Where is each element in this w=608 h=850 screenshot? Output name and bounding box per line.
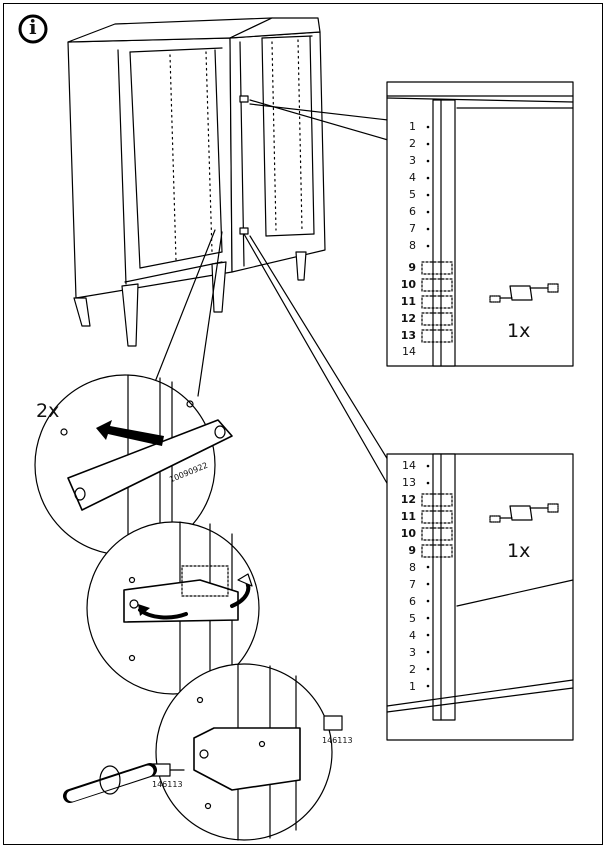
page-border	[3, 3, 603, 845]
hole-label: 4	[409, 171, 416, 184]
hole-label: 14	[402, 345, 416, 358]
step1-quantity: 2x	[36, 400, 60, 422]
hole-label: 3	[409, 646, 416, 659]
hole-label: 11	[400, 295, 416, 308]
hole-label: 11	[400, 510, 416, 523]
hole-label: 2	[409, 137, 416, 150]
step3-circle	[70, 664, 342, 840]
hole-label: 10	[400, 527, 416, 540]
hole-label: 4	[409, 629, 416, 642]
hole-label: 6	[409, 205, 416, 218]
step3-part-number-screw-b: 146113	[322, 736, 353, 745]
hole-label: 8	[409, 239, 416, 252]
hole-label: 7	[409, 222, 416, 235]
hole-label: 7	[409, 578, 416, 591]
top-detail-quantity: 1x	[507, 320, 531, 342]
info-icon-glyph: i	[29, 15, 37, 39]
hole-label: 9	[408, 544, 416, 557]
hole-label: 1	[409, 680, 416, 693]
hole-label: 3	[409, 154, 416, 167]
top-detail-panel	[387, 82, 573, 366]
hole-label: 8	[409, 561, 416, 574]
bottom-detail-panel	[387, 454, 573, 740]
hole-label: 13	[402, 476, 416, 489]
bottom-detail-quantity: 1x	[507, 540, 531, 562]
hole-label: 5	[409, 188, 416, 201]
hole-label: 12	[400, 493, 416, 506]
step2-circle	[87, 522, 259, 694]
hole-label: 6	[409, 595, 416, 608]
hole-label: 1	[409, 120, 416, 133]
hole-label: 13	[400, 329, 416, 342]
hole-label: 5	[409, 612, 416, 625]
hole-label: 10	[400, 278, 416, 291]
cabinet-illustration	[68, 18, 325, 346]
hole-label: 14	[402, 459, 416, 472]
step3-part-number-screw-a: 146113	[152, 780, 183, 789]
hole-label: 2	[409, 663, 416, 676]
info-icon	[20, 16, 46, 42]
step1-circle	[35, 375, 232, 555]
hole-label: 12	[400, 312, 416, 325]
hole-label: 9	[408, 261, 416, 274]
